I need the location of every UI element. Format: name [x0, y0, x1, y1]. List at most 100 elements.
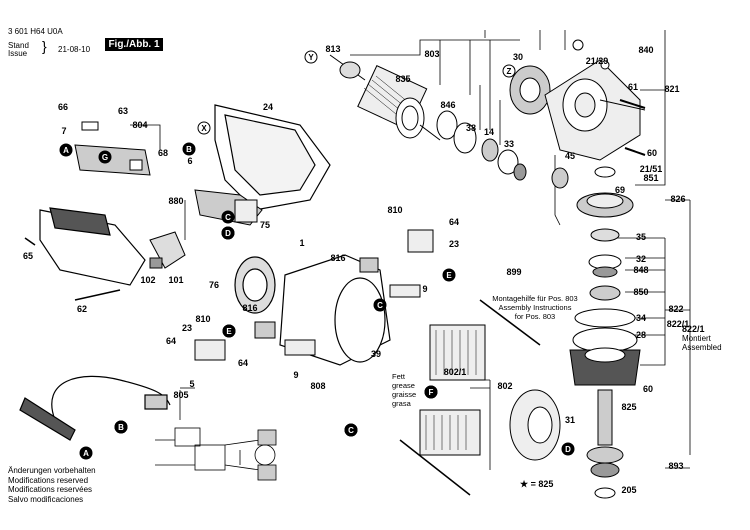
marker-d: D	[221, 226, 235, 240]
part-label-23: 23	[182, 323, 192, 333]
marker-f-circle	[424, 385, 438, 399]
marker-d-circle	[561, 442, 575, 456]
marker-g: G	[98, 150, 112, 164]
marker-y-circle	[304, 50, 318, 64]
part-label-821: 821	[664, 84, 679, 94]
wheel-guard-31	[509, 389, 561, 461]
part-label-848: 848	[633, 265, 648, 275]
part-label-102: 102	[140, 275, 155, 285]
marker-f: F	[424, 385, 438, 399]
marker-z-circle	[502, 64, 516, 78]
marker-c-circle	[221, 210, 235, 224]
switch-804	[74, 121, 151, 176]
handle-housing-24-top	[214, 104, 331, 211]
armature-803	[329, 54, 441, 141]
gear-housing-821	[544, 59, 646, 161]
part-label-825: 825	[621, 402, 636, 412]
part-label-38: 38	[466, 123, 476, 133]
mounted-note: 822/1 Montiert Assembled	[682, 324, 722, 353]
part-label-32: 32	[636, 254, 646, 264]
marker-y-letter: Y	[308, 53, 314, 62]
part-label-816: 816	[330, 253, 345, 263]
marker-x-circle	[197, 121, 211, 135]
marker-x: X	[197, 121, 211, 135]
pinion-45	[551, 167, 569, 189]
doc-number: 3 601 H64 U0A	[8, 27, 63, 36]
part-label-816: 816	[242, 303, 257, 313]
marker-a-letter: A	[83, 449, 89, 458]
part-label-101: 101	[168, 275, 183, 285]
issue-label: Issue	[8, 49, 28, 58]
part-label-804: 804	[132, 120, 147, 130]
part-label-851: 851	[643, 173, 658, 183]
part-label-846: 846	[440, 100, 455, 110]
part-label-35: 35	[636, 232, 646, 242]
part-label-62: 62	[77, 304, 87, 314]
figure-label: Fig./Abb. 1	[105, 38, 163, 51]
part-label-880: 880	[168, 196, 183, 206]
trigger-101	[149, 231, 186, 269]
marker-e-letter: E	[446, 271, 452, 280]
grease-line-1: Fett	[392, 372, 405, 381]
marker-g-letter: G	[102, 153, 108, 162]
part-label-810: 810	[195, 314, 210, 324]
leader-lines	[130, 30, 691, 470]
part-label-9: 9	[293, 370, 298, 380]
marker-c-letter: C	[377, 301, 383, 310]
part-label-24: 24	[263, 102, 273, 112]
marker-d-letter: D	[225, 229, 231, 238]
rings-stack	[436, 110, 527, 181]
brace-glyph: }	[42, 38, 47, 54]
part-label-14: 14	[484, 127, 494, 137]
spindle-825	[586, 389, 624, 499]
marker-x-letter: X	[201, 124, 207, 133]
part-label-60: 60	[643, 384, 653, 394]
marker-d-circle	[221, 226, 235, 240]
mounted-line-1: 822/1	[682, 324, 705, 334]
part-label-805: 805	[173, 390, 188, 400]
part-label-64: 64	[166, 336, 176, 346]
part-label-5: 5	[189, 379, 194, 389]
brush-holders	[194, 229, 434, 361]
wiring-schematic	[155, 427, 277, 481]
marker-b: B	[114, 420, 128, 434]
changes-line-4: Salvo modificaciones	[8, 494, 84, 504]
marker-d-letter: D	[565, 445, 571, 454]
marker-a-letter: A	[63, 146, 69, 155]
part-label-802: 802	[497, 381, 512, 391]
part-label-840: 840	[638, 45, 653, 55]
part-label-9: 9	[422, 284, 427, 294]
part-label-6: 6	[187, 156, 192, 166]
part-label-31: 31	[565, 415, 575, 425]
assembly-help-line-1: Montagehilfe für Pos. 803	[492, 294, 578, 303]
spindle-bearing-stack	[569, 228, 641, 386]
changes-note: Änderungen vorbehalten Modifications res…	[8, 466, 96, 504]
mounted-line-2: Montiert	[682, 334, 711, 343]
power-cord-805	[19, 375, 171, 441]
marker-a-circle	[79, 446, 93, 460]
reference-markers: GACDXYZBEFCEDFYABCDEF	[59, 50, 575, 460]
marker-b-circle	[114, 420, 128, 434]
part-label-75: 75	[260, 220, 270, 230]
part-label-68: 68	[158, 148, 168, 158]
stand-label: Stand	[8, 41, 29, 50]
marker-c: C	[373, 298, 387, 312]
part-label-23: 23	[449, 239, 459, 249]
part-label-803: 803	[424, 49, 439, 59]
marker-e-circle	[442, 268, 456, 282]
grease-line-3: graisse	[392, 390, 417, 399]
part-label-810: 810	[387, 205, 402, 215]
assembly-help-line-2: Assembly Instructions	[498, 303, 572, 312]
part-label-76: 76	[209, 280, 219, 290]
marker-b-letter: B	[118, 423, 124, 432]
marker-c-letter: C	[348, 426, 354, 435]
marker-c-circle	[344, 423, 358, 437]
part-label-30: 30	[513, 52, 523, 62]
screws-top-right	[572, 39, 646, 156]
handle-housing-24-left	[39, 207, 146, 286]
marker-f-letter: F	[429, 388, 434, 397]
field-coils-802	[419, 324, 486, 456]
changes-line-3: Modifications reservées	[8, 485, 93, 495]
assembly-help-line-3: for Pos. 803	[514, 312, 556, 321]
